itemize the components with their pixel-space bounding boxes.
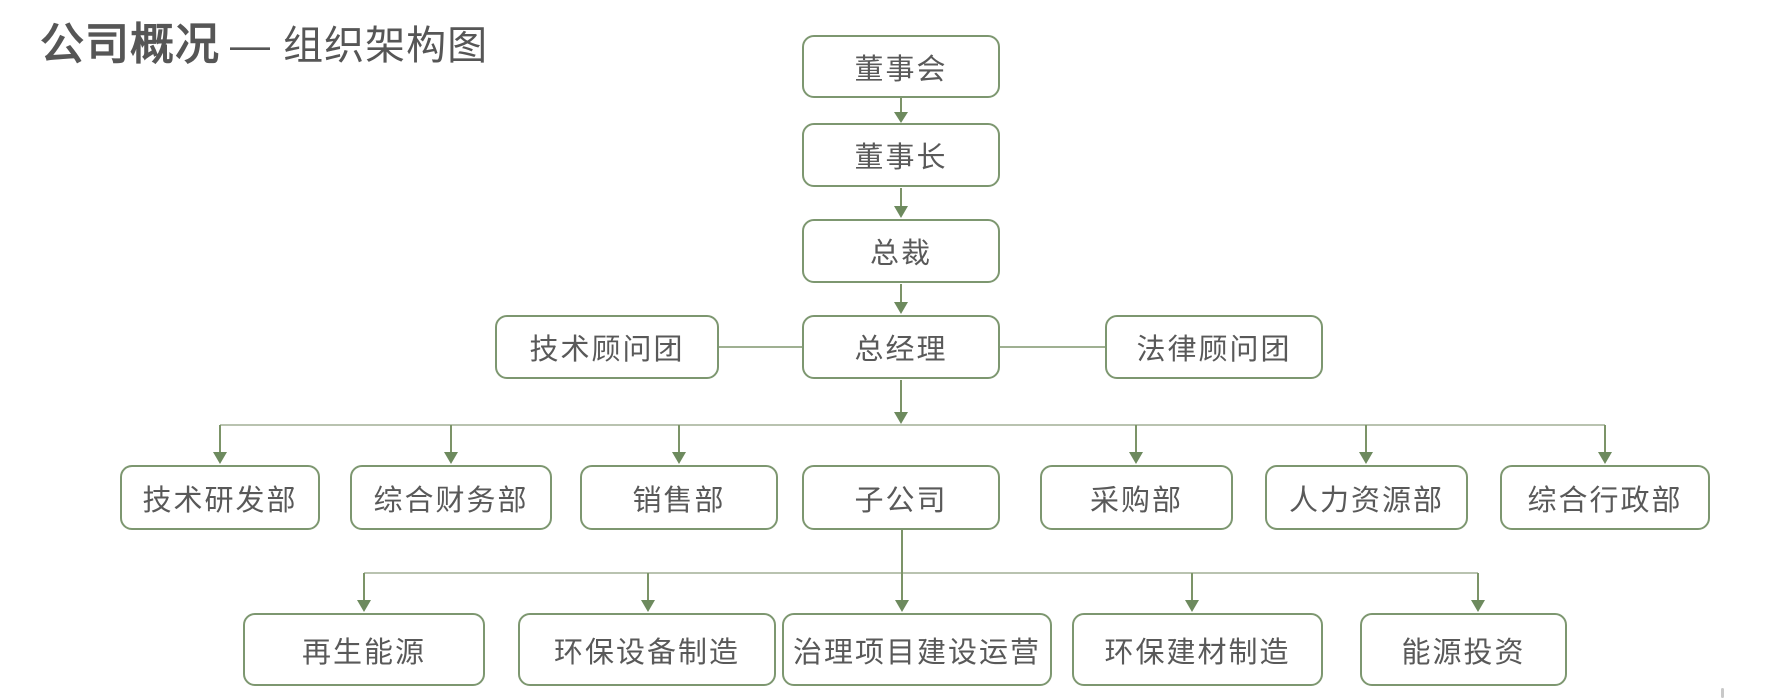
arrowhead-president-gm [894,302,908,314]
org-node-dept-purchasing: 采购部 [1040,465,1233,530]
arrowhead-dept-admin [1598,452,1612,464]
arrowhead-board-chairman [894,112,908,123]
arrowhead-dept-rd [213,452,227,464]
org-node-sub-renewable-energy: 再生能源 [243,613,485,686]
arrowhead-chairman-president [894,206,908,218]
page-title-main: 公司概况 [40,20,220,69]
org-node-dept-admin: 综合行政部 [1500,465,1710,530]
arrowhead-dept-sales [672,452,686,464]
org-node-legal-advisors: 法律顾问团 [1105,315,1323,379]
org-node-dept-rd: 技术研发部 [120,465,320,530]
arrowhead-sub-energy [1471,600,1485,612]
org-node-dept-subsidiary: 子公司 [802,465,1000,530]
arrowhead-sub-projects [895,600,909,612]
arrowhead-sub-equipment [641,600,655,612]
org-node-sub-enviro-equipment: 环保设备制造 [518,613,776,686]
org-node-general-manager: 总经理 [802,315,1000,379]
arrowhead-sub-materials [1185,600,1199,612]
arrowhead-dept-hr [1359,452,1373,464]
org-node-dept-sales: 销售部 [580,465,778,530]
org-node-tech-advisors: 技术顾问团 [495,315,719,379]
page-title: 公司概况— 组织架构图 [40,8,488,72]
arrowhead-dept-finance [444,452,458,464]
org-node-chairman: 董事长 [802,123,1000,187]
org-node-board: 董事会 [802,35,1000,98]
org-node-dept-finance: 综合财务部 [350,465,552,530]
arrowhead-gm-distribution [894,412,908,424]
org-node-sub-treatment-projects: 治理项目建设运营 [782,613,1052,686]
org-node-president: 总裁 [802,219,1000,283]
org-node-sub-enviro-materials: 环保建材制造 [1072,613,1323,686]
org-node-dept-hr: 人力资源部 [1265,465,1468,530]
page-title-subtitle: — 组织架构图 [230,24,489,68]
scrollbar-fragment[interactable] [1721,688,1724,698]
org-node-sub-energy-investment: 能源投资 [1360,613,1567,686]
arrowhead-sub-renewable [357,600,371,612]
arrowhead-dept-purchasing [1129,452,1143,464]
